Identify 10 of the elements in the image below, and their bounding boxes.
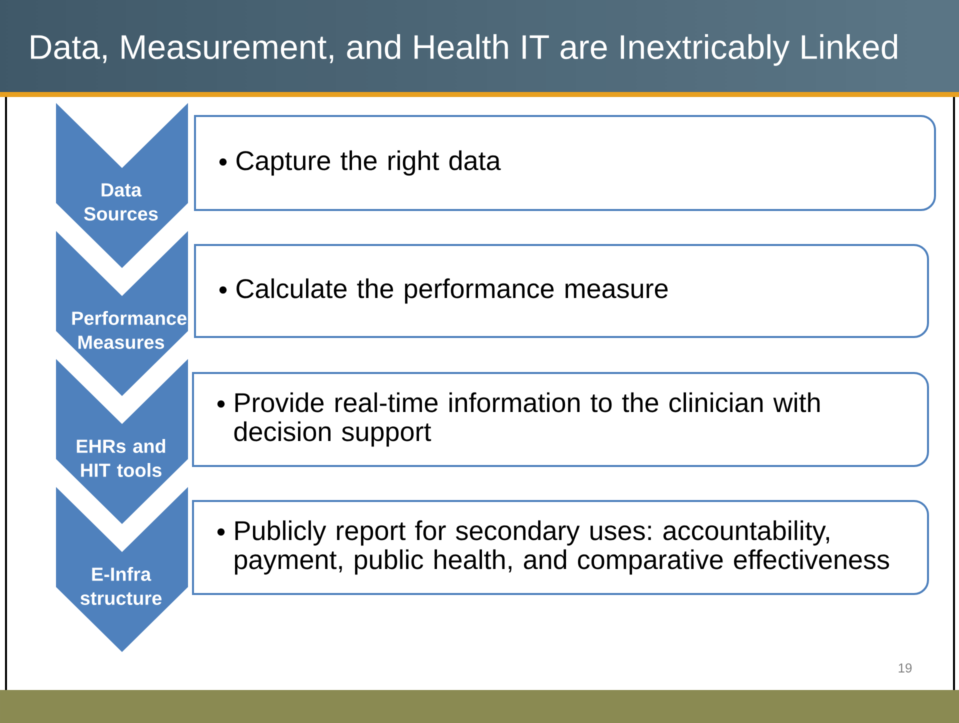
page-number: 19 bbox=[898, 663, 912, 673]
bullet-box: Publicly report for secondary uses: accountability, payment, public health, and comparative effectiveness bbox=[192, 500, 929, 595]
bullet-box: Capture the right data bbox=[194, 115, 936, 211]
bullet-box: Calculate the performance measure bbox=[194, 244, 929, 338]
title: Data, Measurement, and Health IT are Inextricably Linked bbox=[31, 34, 898, 66]
node-label: E-Infra structure bbox=[80, 567, 162, 605]
node-label: Data Sources bbox=[84, 183, 158, 221]
bullet-box: Provide real-time information to the clinician with decision support bbox=[192, 372, 929, 467]
node-label: Performance Measures bbox=[72, 311, 186, 349]
node-label: EHRs and HIT tools bbox=[76, 439, 166, 477]
